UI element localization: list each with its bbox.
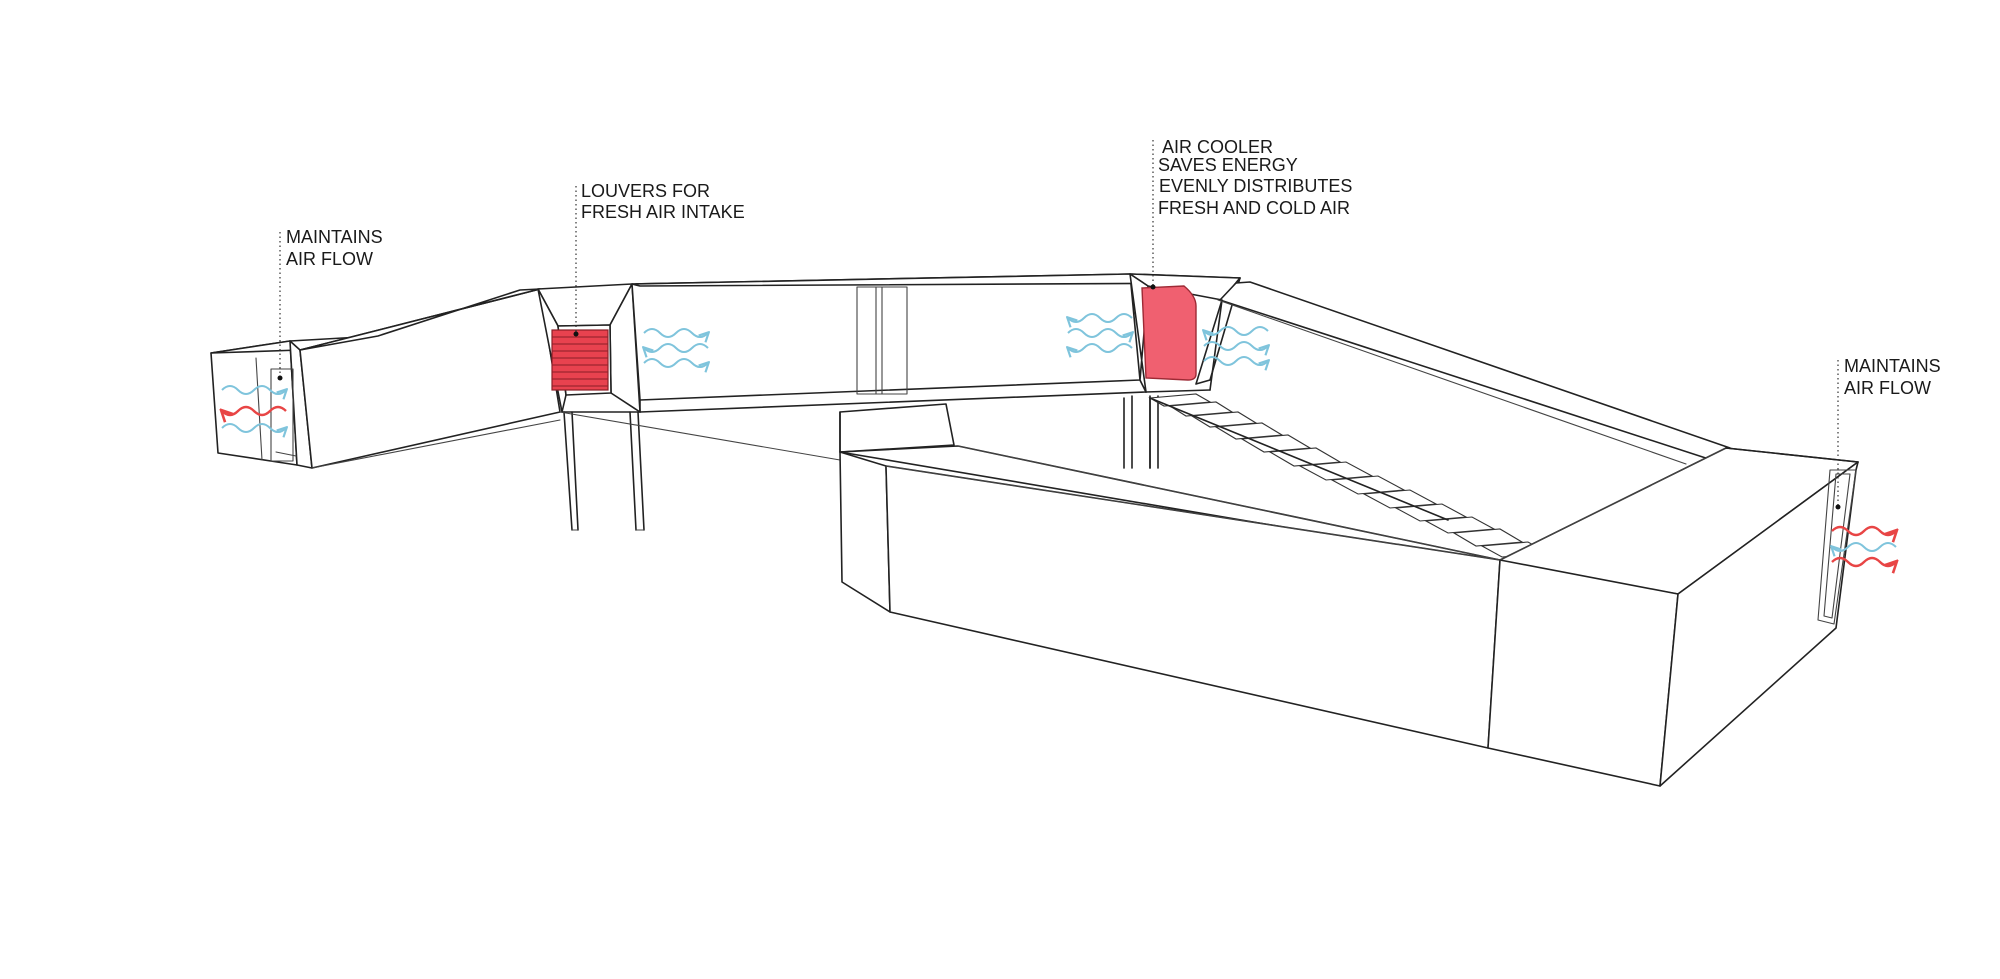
- right-door: [1817, 469, 1857, 625]
- right-airflow-callout: MAINTAINS AIR FLOW: [1835, 356, 1941, 510]
- right-airflow-label-line-2: AIR FLOW: [1844, 378, 1931, 398]
- air-cooler-label-line-1: AIR COOLER: [1162, 137, 1273, 157]
- support-columns: [559, 411, 841, 531]
- air-cooler-callout: AIR COOLER SAVES ENERGY EVENLY DISTRIBUT…: [1150, 137, 1352, 290]
- louvers-callout: LOUVERS FOR FRESH AIR INTAKE: [573, 181, 745, 337]
- air-cooler-label-line-3: EVENLY DISTRIBUTES: [1159, 176, 1352, 196]
- bridge-door: [856, 286, 908, 395]
- air-cooler-label-line-4: FRESH AND COLD AIR: [1158, 198, 1350, 218]
- louver-module: [537, 283, 841, 531]
- louvers-label-line-2: FRESH AIR INTAKE: [581, 202, 745, 222]
- louver-grille-icon: [551, 329, 609, 391]
- lower-hall: [839, 403, 1859, 787]
- cooler-module: [1123, 273, 1241, 469]
- air-cooler-label-line-2: SAVES ENERGY: [1158, 155, 1298, 175]
- central-bridge: [631, 273, 1241, 413]
- left-ramp-tube: [299, 288, 561, 469]
- left-airflow-label-line-1: MAINTAINS: [286, 227, 383, 247]
- louvers-label-line-1: LOUVERS FOR: [581, 181, 710, 201]
- right-airflow-label-line-1: MAINTAINS: [1844, 356, 1941, 376]
- left-airflow-callout: MAINTAINS AIR FLOW: [277, 227, 383, 381]
- left-airflow-label-line-2: AIR FLOW: [286, 249, 373, 269]
- air-cooler-unit-icon: [1141, 285, 1197, 381]
